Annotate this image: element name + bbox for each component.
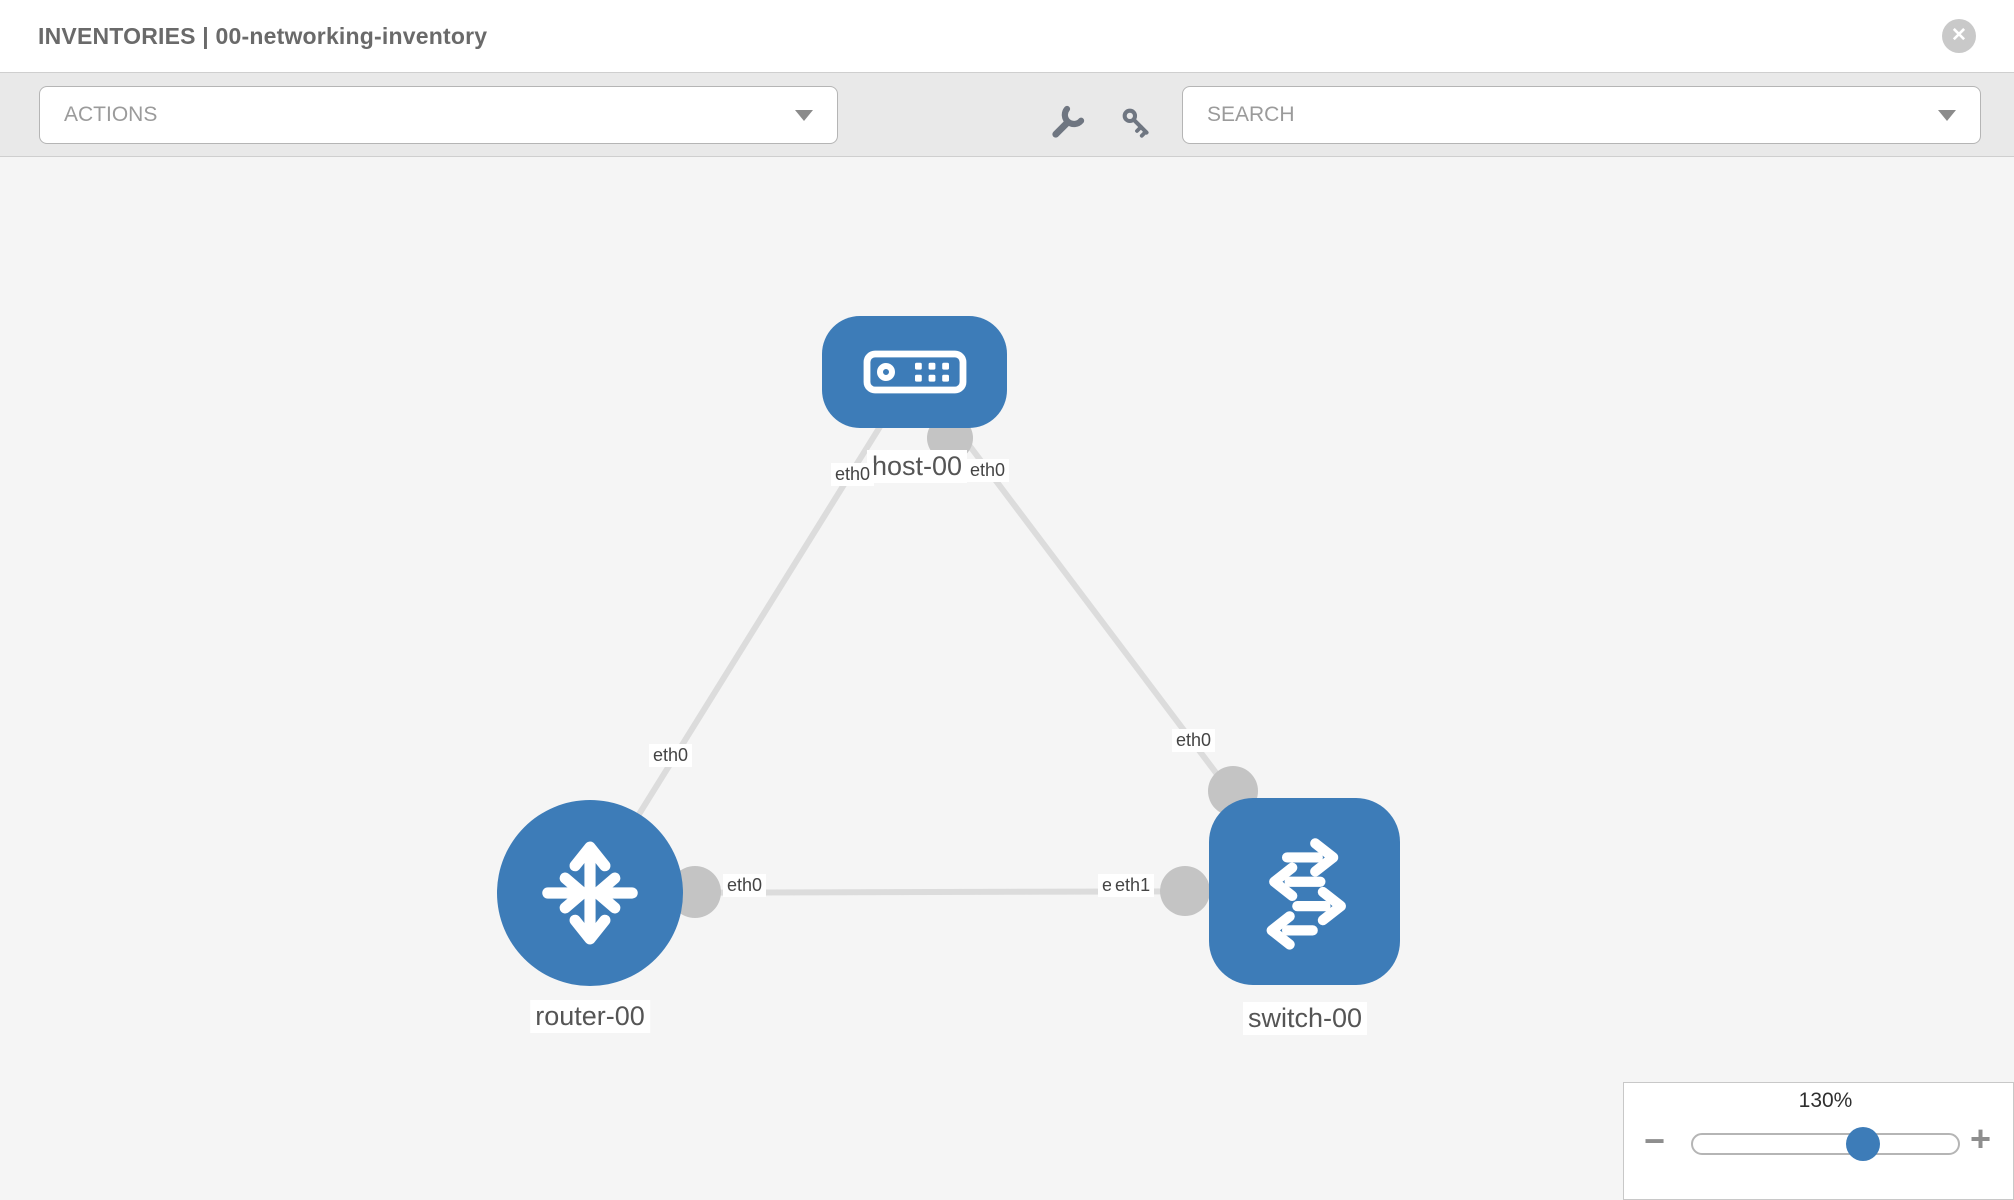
if-label-host-to-switch: eth0 bbox=[966, 459, 1010, 482]
zoom-in-button[interactable]: + bbox=[1970, 1118, 1992, 1159]
search-dropdown[interactable]: SEARCH bbox=[1182, 86, 1981, 144]
if-label-switch-to-router: eth0 eth1 bbox=[1098, 874, 1155, 897]
host-icon bbox=[863, 350, 966, 394]
interface-connector-switch-left bbox=[1160, 866, 1210, 916]
node-host-00[interactable] bbox=[822, 316, 1007, 428]
if-label-switch-to-host: eth0 bbox=[1172, 729, 1216, 752]
router-icon bbox=[542, 841, 638, 945]
tooling-wrench-button[interactable] bbox=[1049, 105, 1085, 141]
topology-canvas[interactable]: host-00 router-00 switch-00 eth0 eth0 et… bbox=[0, 157, 2014, 1200]
key-legend-button[interactable] bbox=[1119, 105, 1155, 141]
chevron-down-icon bbox=[1938, 109, 1956, 121]
if-label-router-to-host: eth0 bbox=[649, 744, 693, 767]
search-dropdown-label: SEARCH bbox=[1207, 103, 1295, 126]
switch-icon bbox=[1266, 837, 1346, 950]
if-label-router-to-switch: eth0 bbox=[723, 874, 767, 897]
node-label-router: router-00 bbox=[530, 1000, 650, 1033]
zoom-slider-handle[interactable] bbox=[1845, 1127, 1880, 1161]
toolbar: ACTIONS SEARCH bbox=[0, 72, 2014, 157]
links-layer bbox=[587, 370, 1308, 918]
actions-dropdown-label: ACTIONS bbox=[64, 103, 158, 126]
zoom-out-button[interactable]: − bbox=[1644, 1120, 1666, 1161]
page-title: INVENTORIES | 00-networking-inventory bbox=[38, 22, 488, 49]
chevron-down-icon bbox=[795, 109, 813, 121]
close-button[interactable]: ✕ bbox=[1942, 19, 1976, 53]
header: INVENTORIES | 00-networking-inventory ✕ bbox=[0, 0, 2014, 72]
zoom-control-panel: 130% − + bbox=[1623, 1082, 2014, 1200]
node-label-switch: switch-00 bbox=[1242, 1002, 1368, 1035]
if-label-host-to-router: eth0 bbox=[831, 463, 875, 486]
node-switch-00[interactable] bbox=[1209, 798, 1400, 985]
zoom-level-value: 130% bbox=[1798, 1089, 1853, 1112]
node-router-00[interactable] bbox=[497, 800, 683, 986]
link-host-router bbox=[587, 370, 917, 895]
key-icon bbox=[1122, 108, 1149, 138]
actions-dropdown[interactable]: ACTIONS bbox=[39, 86, 838, 144]
wrench-icon bbox=[1052, 105, 1085, 138]
zoom-slider[interactable] bbox=[1691, 1127, 1960, 1161]
close-icon: ✕ bbox=[1951, 25, 1967, 46]
if-label-front: eth1 bbox=[1111, 874, 1155, 897]
node-label-host: host-00 bbox=[866, 450, 968, 483]
